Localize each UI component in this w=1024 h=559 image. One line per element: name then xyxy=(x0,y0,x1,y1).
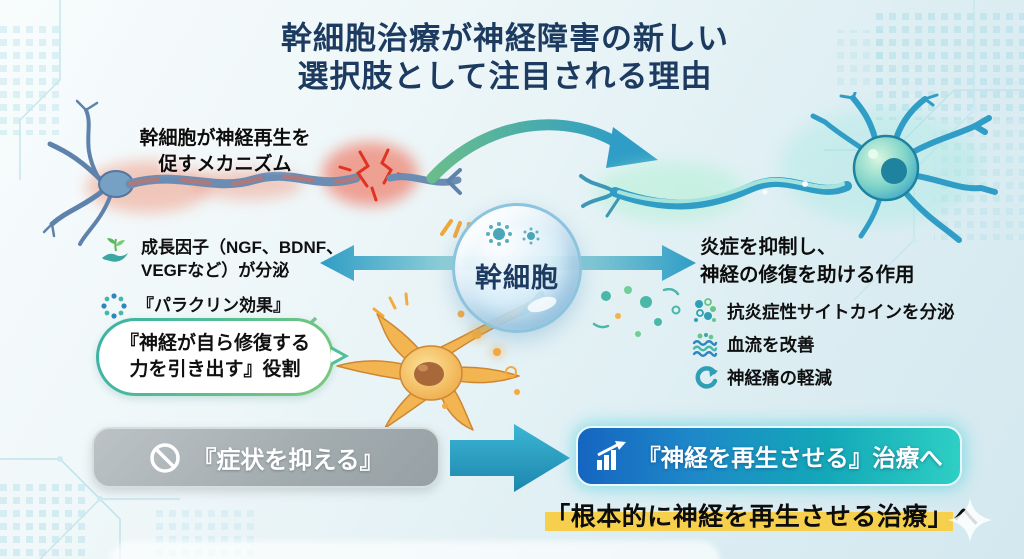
speech-bubble: 『神経が自ら修復する 力を引き出す』役割 xyxy=(96,318,349,396)
right-heading: 炎症を抑制し、 神経の修復を助ける作用 xyxy=(700,233,990,289)
page-title: 幹細胞治療が神経障害の新しい 選択肢として注目される理由 xyxy=(210,20,800,96)
right-point2-text: 血流を改善 xyxy=(727,334,815,355)
speech-bubble-line2: 力を引き出す』役割 xyxy=(129,359,301,380)
curved-regeneration-arrow xyxy=(426,119,658,184)
swirl-arrow-icon xyxy=(695,366,718,389)
transition-block-arrow xyxy=(450,424,570,492)
right-point-painrelief: 神経痛の軽減 xyxy=(692,364,832,390)
bottom-light-band xyxy=(110,541,720,559)
mechanism-label-line2: 促すメカニズム xyxy=(158,154,292,175)
healthy-neuron-illustration xyxy=(579,92,998,243)
bubble-gloss xyxy=(525,293,559,316)
dotted-circle-icon xyxy=(101,293,127,319)
cytokine-dots-icon xyxy=(694,298,716,322)
conclusion-line: 「根本的に神経を再生させる治療」へ xyxy=(540,497,984,533)
speech-bubble-tail xyxy=(331,346,349,366)
left-point-growth-factors: 成長因子（NGF、BDNF、 VEGFなど）が分泌 xyxy=(100,236,343,282)
left-point1-line1: 成長因子（NGF、BDNF、 xyxy=(141,238,344,257)
cell-particles-decoration xyxy=(592,286,681,337)
prohibition-icon xyxy=(150,442,181,473)
page-title-line2: 選択肢として注目される理由 xyxy=(297,59,713,94)
left-point2-text: 『パラクリン効果』 xyxy=(137,296,290,315)
new-treatment-pill: 『神経を再生させる』治療へ xyxy=(576,426,962,486)
sparkle-icon xyxy=(948,498,992,542)
right-heading-line2: 神経の修復を助ける作用 xyxy=(700,264,915,286)
stem-cell-bubble: 幹細胞 xyxy=(452,203,582,333)
circuit-pattern-top-left xyxy=(0,0,61,180)
left-point-paracrine: 『パラクリン効果』 xyxy=(100,292,290,320)
old-treatment-pill: 『症状を抑える』 xyxy=(92,427,440,488)
speech-bubble-line1: 『神経が自ら修復する xyxy=(119,333,310,354)
page-title-line1: 幹細胞治療が神経障害の新しい xyxy=(281,21,729,56)
hand-sprout-icon xyxy=(102,238,128,262)
right-point-bloodflow: 血流を改善 xyxy=(692,331,815,357)
mechanism-label-line1: 幹細胞が神経再生を xyxy=(139,128,311,149)
damaged-neuron-illustration xyxy=(42,99,462,246)
left-point1-line2: VEGFなど）が分泌 xyxy=(141,261,290,280)
right-point3-text: 神経痛の軽減 xyxy=(727,367,832,388)
stem-cell-dots-icon xyxy=(486,222,540,246)
conclusion-highlight: 「根本的に神経を再生させる治療」 xyxy=(545,503,954,531)
right-point1-text: 抗炎症性サイトカインを分泌 xyxy=(727,301,955,322)
growth-chart-icon xyxy=(597,441,627,470)
blood-flow-icon xyxy=(692,333,718,357)
right-heading-line1: 炎症を抑制し、 xyxy=(700,236,837,258)
right-point-cytokine: 抗炎症性サイトカインを分泌 xyxy=(692,298,955,324)
mechanism-label: 幹細胞が神経再生を 促すメカニズム xyxy=(96,126,354,178)
stem-cell-label: 幹細胞 xyxy=(475,262,559,293)
old-treatment-label: 『症状を抑える』 xyxy=(192,447,384,474)
new-treatment-label: 『神経を再生させる』治療へ xyxy=(637,445,943,471)
